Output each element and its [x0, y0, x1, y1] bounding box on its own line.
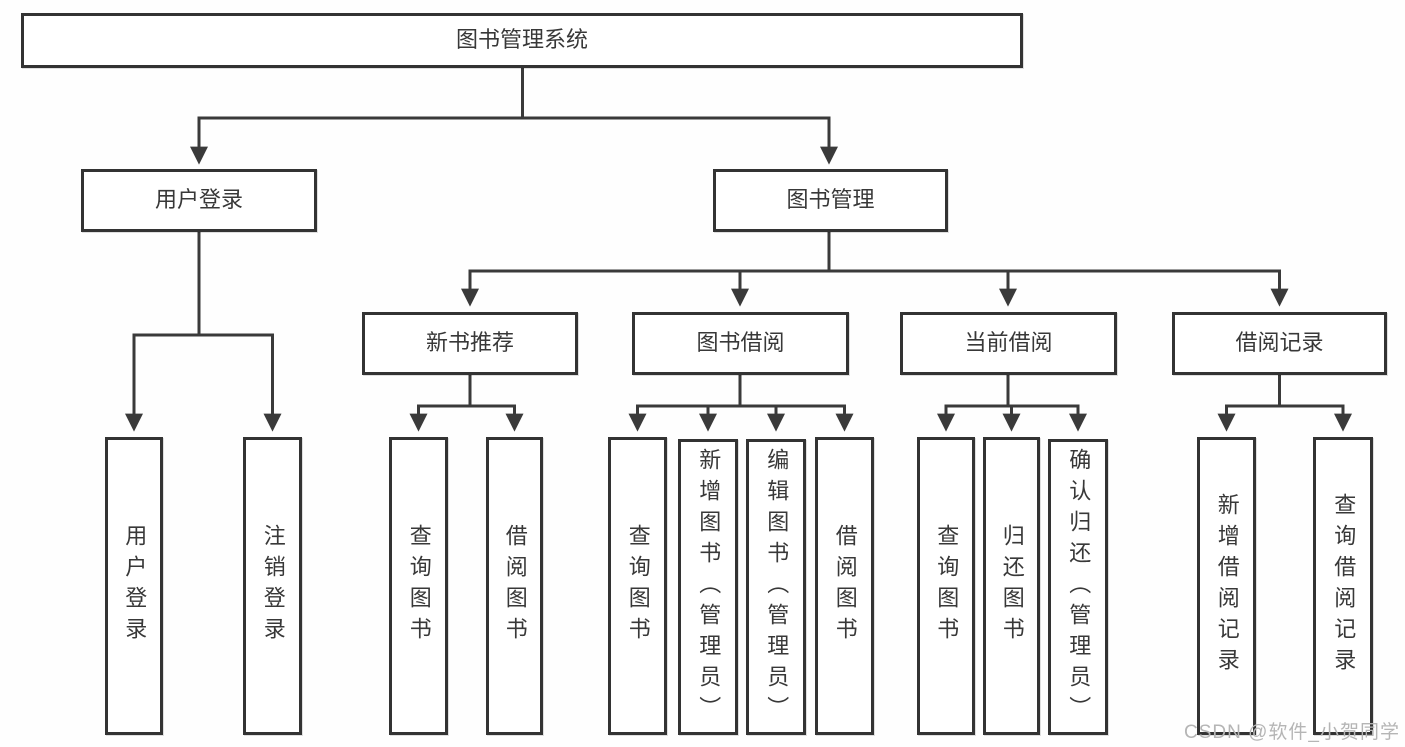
node-borrow-books: 借阅图书 [815, 437, 874, 735]
node-query-borrow-record: 查询借阅记录 [1313, 437, 1373, 735]
watermark: CSDN @软件_小贺同学 [1184, 722, 1400, 743]
node-confirm-return-admin: 确认归还（管理员） [1048, 439, 1108, 735]
node-book-borrowing: 图书借阅 [632, 312, 849, 375]
node-book-management: 图书管理 [713, 169, 948, 232]
node-query-books-current: 查询图书 [917, 437, 975, 735]
connector-book-borrowing [628, 375, 854, 432]
connector-new-book-recommend [409, 375, 524, 432]
node-current-borrowing: 当前借阅 [900, 312, 1117, 375]
node-query-books-recommend: 查询图书 [389, 437, 448, 735]
connector-user-login [125, 232, 282, 432]
node-root: 图书管理系统 [21, 13, 1023, 68]
node-borrowing-records: 借阅记录 [1172, 312, 1387, 375]
connector-current-borrowing [937, 375, 1087, 432]
connector-root [190, 66, 838, 165]
node-add-borrow-record: 新增借阅记录 [1197, 437, 1256, 735]
connector-borrowing-records [1217, 375, 1352, 432]
connector-book-management [461, 232, 1289, 307]
node-add-books-admin: 新增图书（管理员） [678, 439, 738, 735]
node-logout: 注销登录 [243, 437, 302, 735]
node-query-books-borrowing: 查询图书 [608, 437, 667, 735]
node-return-books: 归还图书 [983, 437, 1040, 735]
node-user-login: 用户登录 [105, 437, 163, 735]
node-edit-books-admin: 编辑图书（管理员） [746, 439, 806, 735]
node-user-login-branch: 用户登录 [81, 169, 317, 232]
node-new-book-recommend: 新书推荐 [362, 312, 578, 375]
node-borrow-books-recommend: 借阅图书 [486, 437, 543, 735]
